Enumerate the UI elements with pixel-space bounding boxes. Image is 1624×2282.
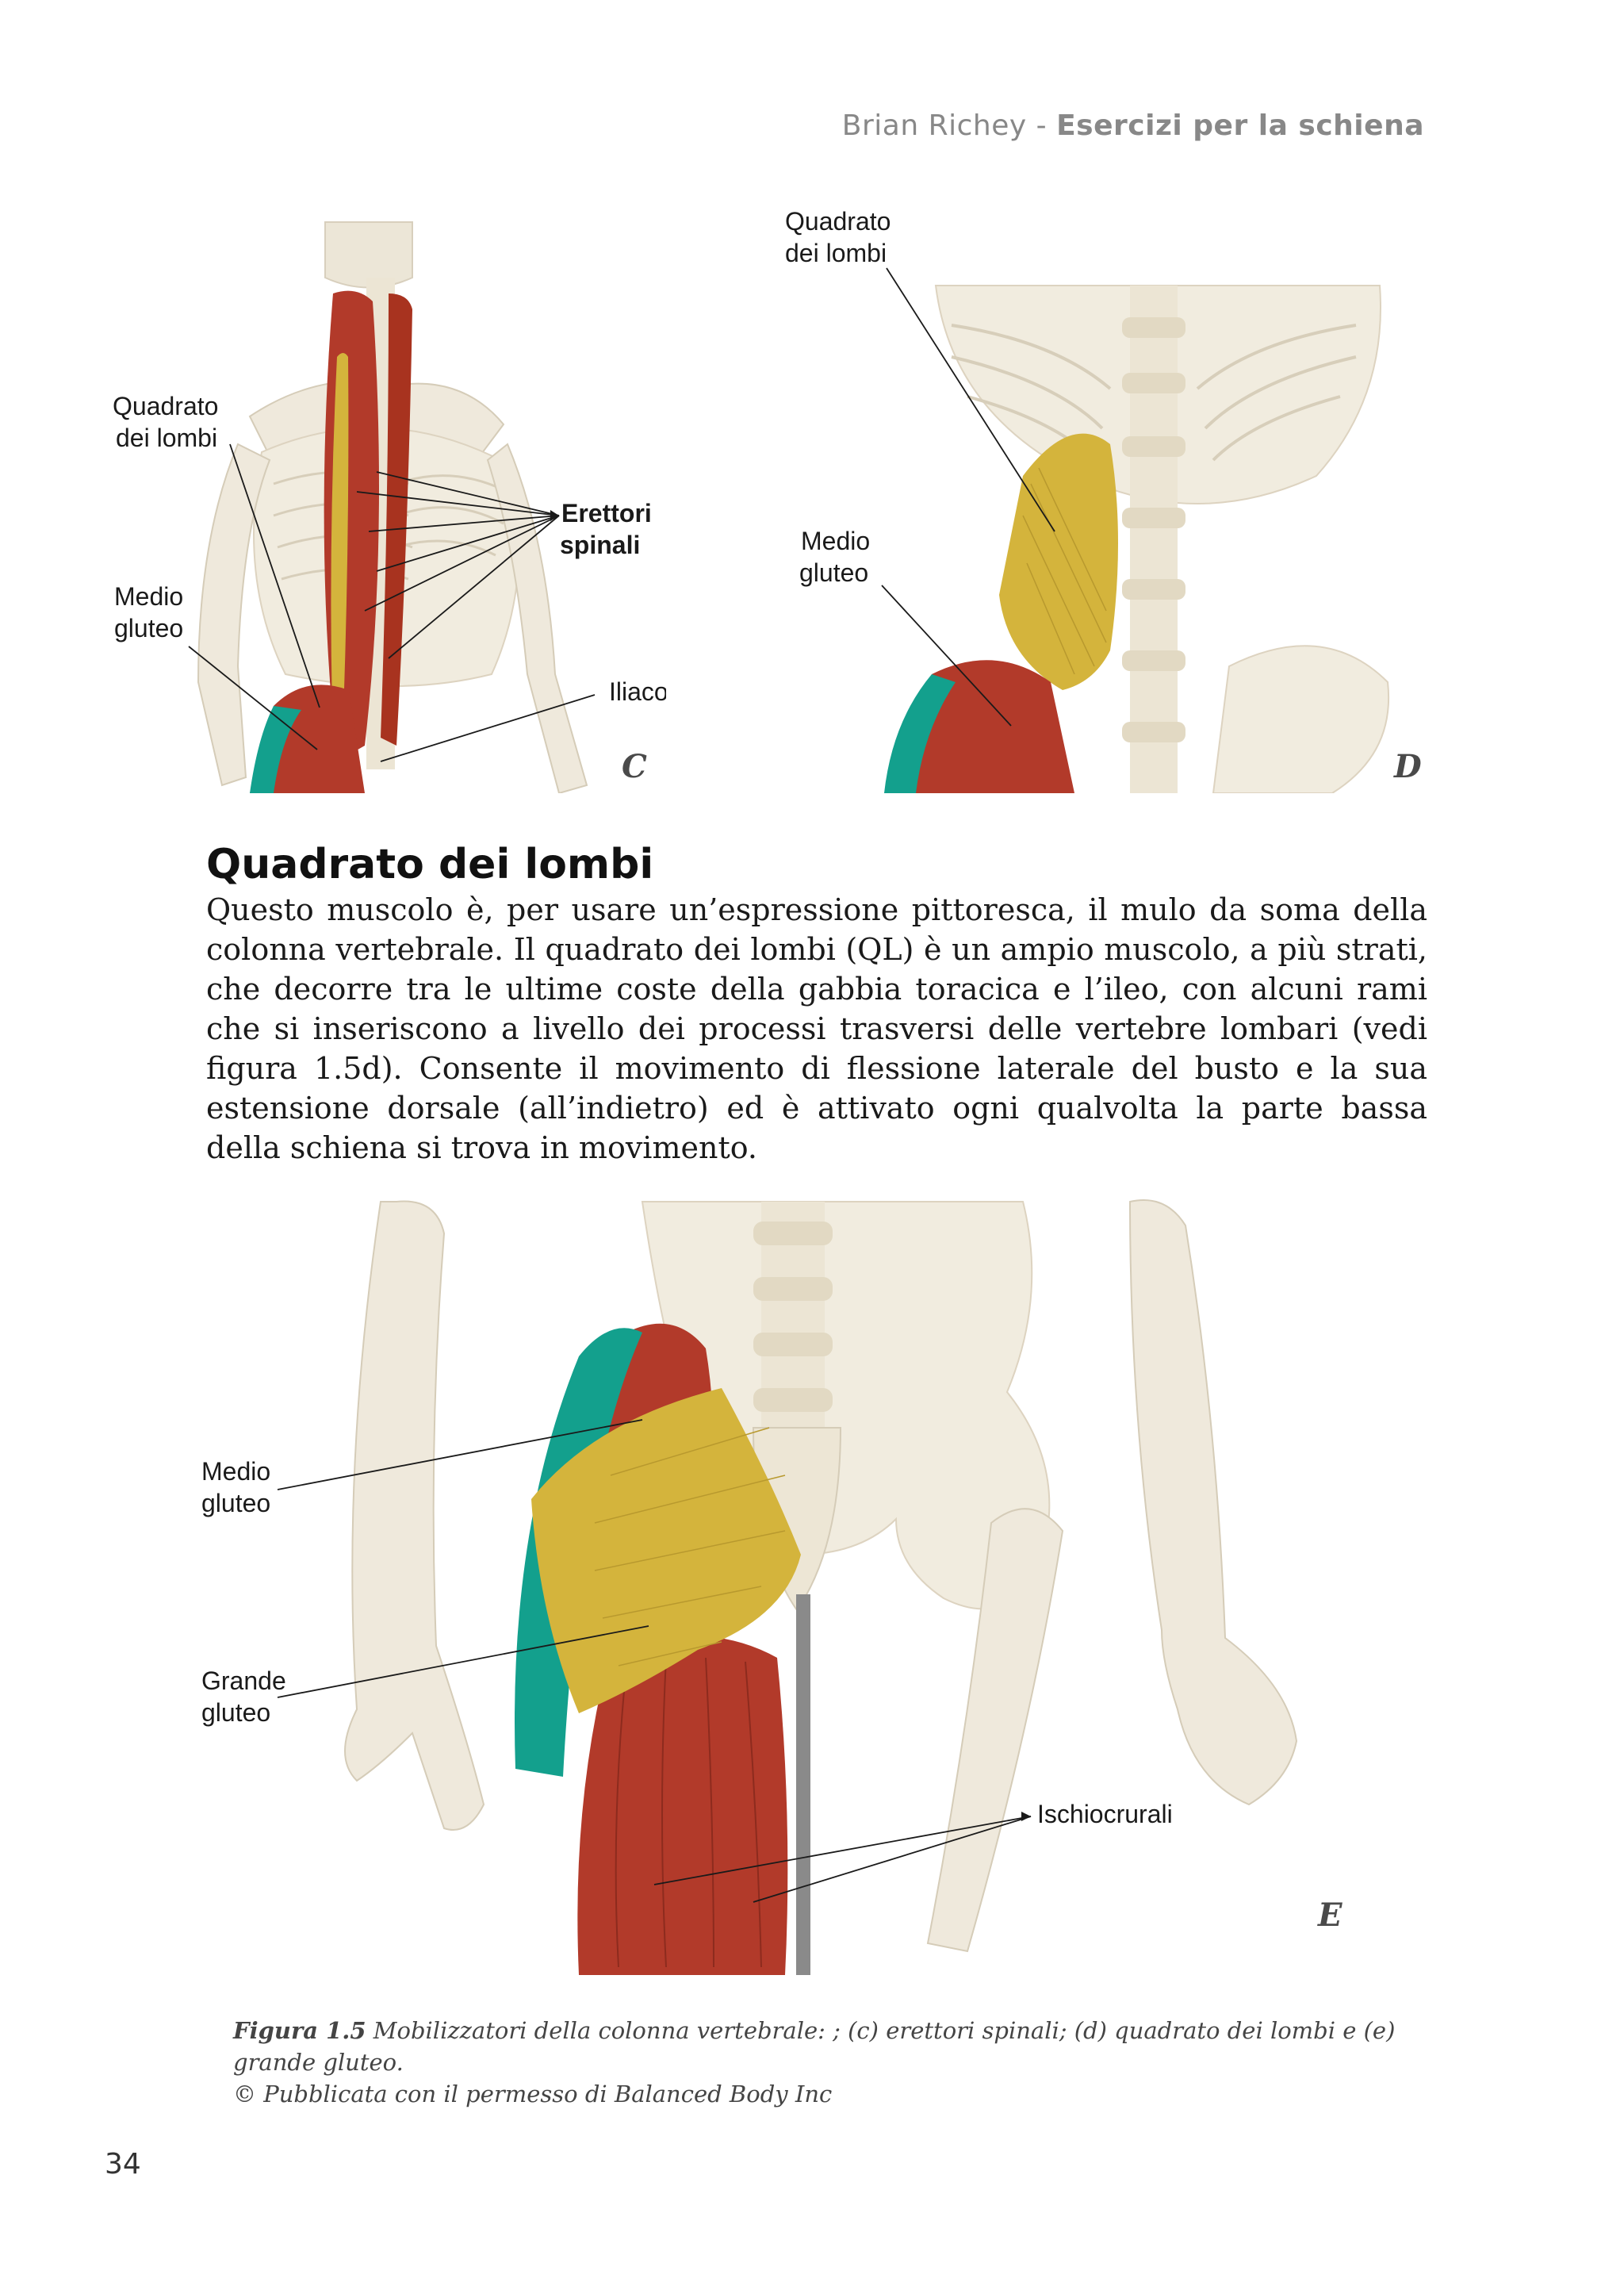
caption-figure-number: Figura 1.5 [233,2017,366,2044]
label-c-erettori-2: spinali [560,531,640,559]
label-e-ischio: Ischiocrurali [1037,1800,1173,1828]
header-book-title: Esercizi per la schiena [1056,109,1424,142]
figure-d-letter: D [1393,748,1422,785]
section-body: Questo muscolo è, per usare un’espressio… [206,892,1427,1165]
label-d-medio-2: gluteo [799,558,868,587]
label-d-medio-1: Medio [801,527,870,555]
label-c-iliaco: Iliaco [609,677,666,706]
label-c-medio-1: Medio [114,582,183,611]
label-c-erettori-1: Erettori [561,499,652,527]
label-c-quadrato-2: dei lombi [116,424,217,452]
label-e-grande-1: Grande [201,1666,286,1695]
figure-c: Quadrato dei lombi Erettori spinali Medi… [95,214,666,793]
label-c-quadrato-1: Quadrato [113,392,218,420]
figure-e-image: Medio gluteo Grande gluteo Ischiocrurali… [201,1198,1427,1975]
figure-d: Quadrato dei lombi Medio gluteo D [785,198,1435,793]
section-title: Quadrato dei lombi [206,841,654,888]
label-c-medio-2: gluteo [114,614,183,642]
label-d-quadrato-1: Quadrato [785,207,891,236]
figure-c-letter: C [622,748,647,785]
label-e-medio-2: gluteo [201,1489,270,1517]
figure-d-image: Quadrato dei lombi Medio gluteo D [785,207,1434,793]
page-number: 34 [105,2148,141,2180]
figure-c-image: Quadrato dei lombi Erettori spinali Medi… [113,221,666,793]
caption-credit: © Pubblicata con il permesso di Balanced… [233,2081,833,2107]
header-author: Brian Richey [841,109,1027,142]
figure-e-letter: E [1317,1897,1342,1934]
label-d-quadrato-2: dei lombi [785,239,887,267]
header-separator: - [1026,109,1057,142]
figure-e: Medio gluteo Grande gluteo Ischiocrurali… [198,1190,1435,1975]
caption-text: Mobilizzatori della colonna vertebrale: … [233,2017,1396,2076]
label-e-grande-2: gluteo [201,1698,270,1727]
running-header: Brian Richey - Esercizi per la schiena [842,109,1424,142]
label-e-medio-1: Medio [201,1457,270,1486]
figure-caption: Figura 1.5 Mobilizzatori della colonna v… [233,2015,1470,2110]
